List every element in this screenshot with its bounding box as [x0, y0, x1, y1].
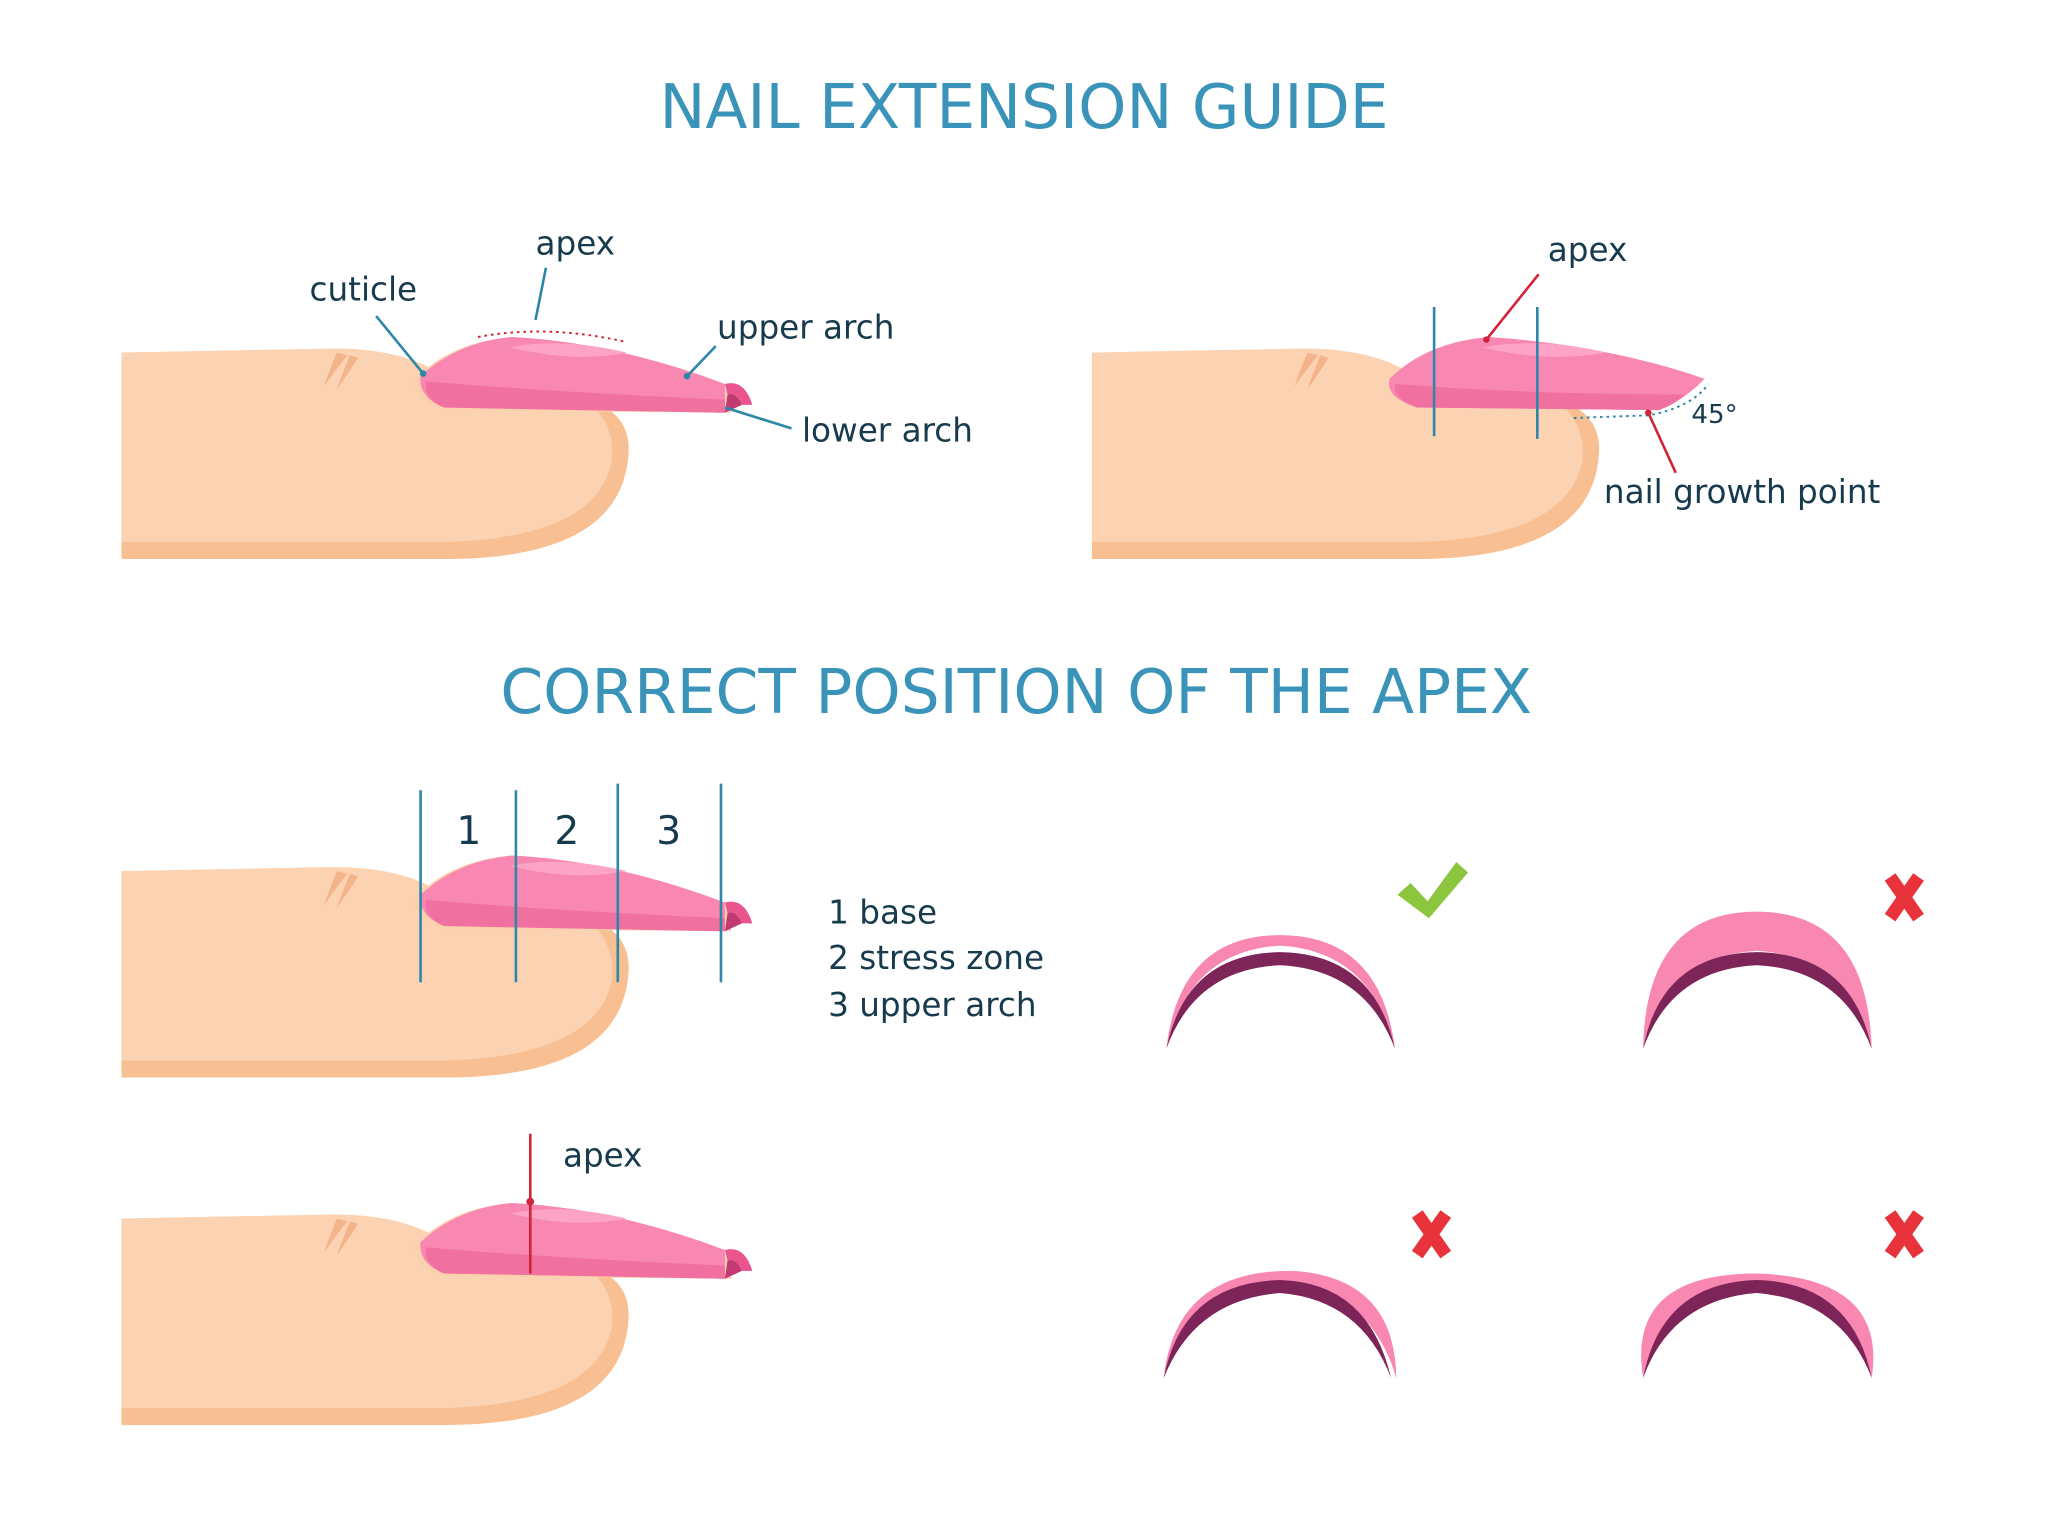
apex-label: apex [536, 225, 616, 263]
arch-inner [1163, 1280, 1392, 1378]
apex-leader [1485, 273, 1540, 341]
apex-leader [534, 267, 548, 321]
nail-highlight [1482, 343, 1607, 357]
apex-dot [526, 1197, 535, 1206]
upper-arch-dot [683, 372, 691, 380]
legend-item: 1 base [828, 893, 937, 931]
nail-illustration [414, 1202, 753, 1279]
arch-inner [1643, 1280, 1872, 1378]
arch-incorrect-flat [1641, 1210, 1924, 1378]
legend-item: 2 stress zone [828, 939, 1044, 977]
nail-illustration [414, 855, 753, 932]
angle-label: 45° [1691, 400, 1737, 430]
check-icon [1397, 862, 1469, 919]
lower-arch-leader [724, 406, 792, 430]
diagram-nail-anatomy: cuticle apex upper arch lower arch [121, 225, 973, 560]
lower-arch-label: lower arch [802, 411, 973, 449]
arch-correct [1166, 862, 1469, 1049]
zone-number: 3 [656, 809, 681, 854]
arch-inner [1166, 952, 1395, 1049]
cross-icon [1411, 1210, 1452, 1259]
cuticle-label: cuticle [310, 270, 418, 308]
arch-shape [1643, 911, 1872, 1049]
nail-shade [1394, 384, 1685, 411]
diagram-apex-position: apex [121, 1133, 753, 1425]
diagram-nail-zones: 1 2 3 1 base 2 stress zone 3 upper arch [121, 783, 1044, 1078]
upper-arch-leader [686, 345, 717, 378]
growth-point-dot [1645, 409, 1652, 416]
zone-number: 1 [456, 809, 481, 854]
angle-dotted-line [1573, 383, 1710, 419]
arch-incorrect-offset-right [1163, 1210, 1452, 1378]
apex-label: apex [563, 1136, 643, 1174]
legend-item: 3 upper arch [828, 986, 1036, 1024]
cuticle-dot [419, 370, 427, 377]
main-title: NAIL EXTENSION GUIDE [659, 72, 1388, 143]
arch-inner [1643, 952, 1872, 1049]
arch-incorrect-too-high [1643, 873, 1924, 1049]
nail-illustration [414, 336, 753, 413]
cross-icon [1884, 873, 1924, 922]
growth-point-label: nail growth point [1604, 473, 1881, 511]
apex-label: apex [1548, 231, 1628, 269]
apex-dot [1483, 336, 1490, 343]
zone-number: 2 [554, 809, 579, 854]
cross-icon [1884, 1210, 1924, 1259]
section-title: CORRECT POSITION OF THE APEX [500, 657, 1532, 728]
apex-dotted-curve [477, 330, 628, 344]
growth-point-leader [1647, 412, 1677, 474]
cuticle-leader [375, 315, 425, 375]
diagram-apex-angle: apex 45° nail growth point [1091, 231, 1881, 560]
upper-arch-label: upper arch [717, 308, 894, 346]
